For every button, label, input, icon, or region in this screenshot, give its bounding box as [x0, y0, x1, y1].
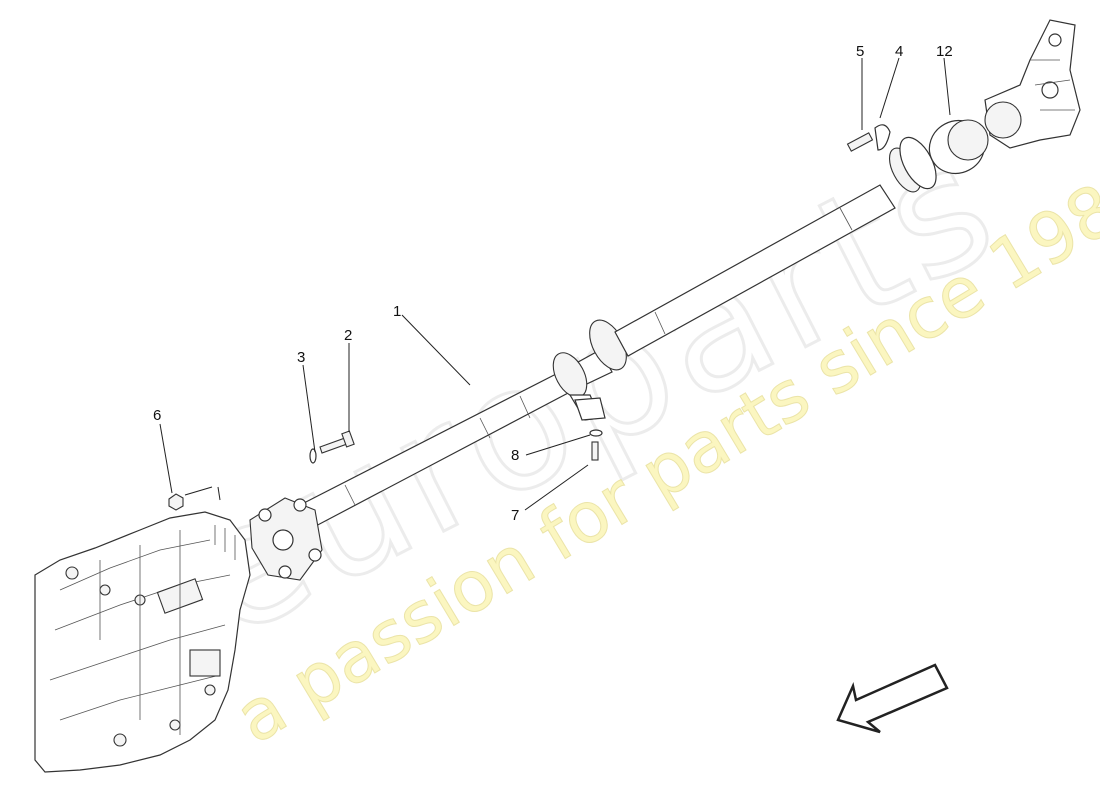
- differential-housing: [984, 19, 1081, 149]
- callout-1: 1: [393, 303, 401, 320]
- hardware: [168, 397, 606, 511]
- callout-3: 3: [297, 349, 305, 366]
- callout-2: 2: [344, 327, 352, 344]
- callout-7: 7: [511, 507, 519, 524]
- callout-8: 8: [511, 447, 519, 464]
- callout-5: 5: [856, 43, 864, 60]
- watermark-brand-text: europarts: [159, 103, 1027, 676]
- leader-lines: [159, 57, 951, 511]
- callout-6: 6: [153, 407, 161, 424]
- callout-12: 12: [936, 43, 953, 60]
- transmission-housing: [34, 511, 251, 773]
- direction-arrow-icon: [836, 663, 949, 734]
- watermark-logo: europarts: [157, 102, 1028, 678]
- callout-labels: 1 2 3 4 5 6 7 8 12: [153, 43, 953, 524]
- driveshaft: [299, 136, 937, 529]
- rear-components: [846, 119, 989, 175]
- front-flex-coupling: [249, 497, 323, 581]
- callout-4: 4: [895, 43, 903, 60]
